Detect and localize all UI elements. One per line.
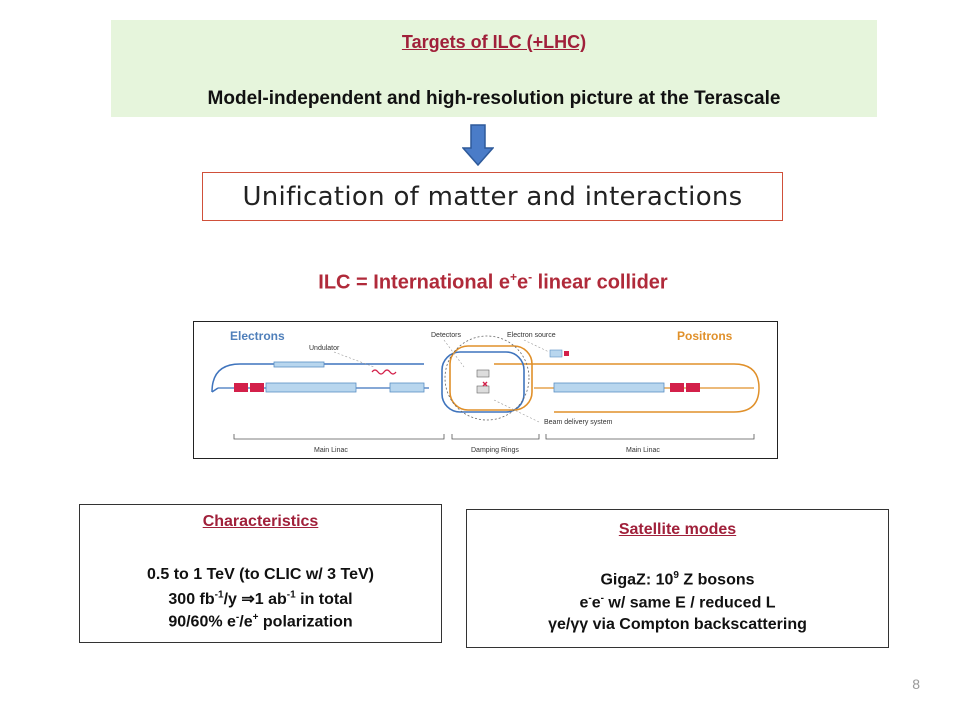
pol-c: polarization	[258, 613, 353, 631]
interaction-point-marker	[482, 381, 488, 387]
targets-banner: Targets of ILC (+LHC) Model-independent …	[111, 20, 877, 117]
damping-rings-label: Damping Rings	[471, 447, 519, 454]
right-linac-red-2	[686, 383, 700, 392]
ilc-heading-mid: e	[516, 271, 529, 294]
characteristics-polarization: 90/60% e-/e+ polarization	[80, 612, 441, 631]
unification-text: Unification of matter and interactions	[242, 182, 743, 212]
ilc-heading-sup-minus: -	[528, 270, 533, 284]
section-bracket	[233, 434, 755, 440]
targets-subtitle: Model-independent and high-resolution pi…	[207, 88, 781, 109]
left-linac-tube-1	[265, 382, 357, 393]
undulator-wiggle	[371, 369, 397, 375]
targets-title: Targets of ILC (+LHC)	[401, 32, 587, 52]
interaction-region	[444, 335, 530, 421]
damping-ring-positron	[449, 345, 533, 411]
ilc-heading-prefix: ILC = International e	[318, 271, 510, 294]
detectors-label: Detectors	[431, 332, 461, 339]
ee-a: e	[579, 594, 589, 612]
electron-source-label: Electron source	[507, 332, 556, 339]
characteristics-box: Characteristics 0.5 to 1 TeV (to CLIC w/…	[79, 504, 442, 643]
lumi-a: 300 fb	[168, 591, 215, 608]
positron-source-marker	[564, 351, 569, 356]
electron-beam-path	[211, 363, 424, 393]
pol-sup2: +	[252, 612, 259, 623]
down-arrow-icon	[462, 124, 494, 166]
lumi-sup1: -1	[214, 589, 224, 601]
ee-c: w/ same E / reduced L	[603, 594, 776, 612]
lumi-b: /y ⇒1 ab	[223, 591, 287, 608]
satellite-gigaz: GigaZ: 109 Z bosons	[467, 570, 888, 589]
satellite-modes-box: Satellite modes GigaZ: 109 Z bosons e-e-…	[466, 509, 889, 648]
detector-marker-1	[476, 369, 490, 378]
callout-lines	[333, 339, 550, 423]
page-number: 8	[912, 676, 920, 692]
gigaz-a: GigaZ: 10	[600, 571, 674, 589]
left-linac-red-2	[250, 383, 264, 392]
ilc-schematic-diagram: Electrons Positrons Undulator Detectors …	[193, 321, 778, 459]
left-linac-tube-2	[389, 382, 425, 393]
positron-source-block	[549, 349, 563, 358]
main-linac-left-label: Main Linac	[314, 447, 348, 454]
satellite-compton: γe/γγ via Compton backscattering	[548, 616, 807, 633]
characteristics-energy: 0.5 to 1 TeV (to CLIC w/ 3 TeV)	[147, 566, 374, 583]
ee-sup2: -	[600, 593, 604, 604]
positrons-label: Positrons	[677, 329, 733, 343]
pol-a: 90/60% e	[168, 613, 236, 631]
characteristics-luminosity: 300 fb-1/y ⇒1 ab-1 in total	[80, 589, 441, 609]
ee-sup1: -	[588, 593, 592, 604]
electron-source-cavity	[273, 361, 325, 368]
lumi-c: in total	[295, 591, 353, 608]
unification-box: Unification of matter and interactions	[202, 172, 783, 221]
ilc-heading-suffix: linear collider	[532, 271, 668, 294]
undulator-label: Undulator	[309, 345, 340, 352]
pol-b: /e	[239, 613, 253, 631]
beam-delivery-label: Beam delivery system	[544, 419, 613, 426]
lumi-sup2: -1	[286, 589, 296, 601]
satellite-ee: e-e- w/ same E / reduced L	[467, 593, 888, 612]
right-linac-red-1	[670, 383, 684, 392]
gigaz-sup: 9	[673, 570, 679, 581]
ilc-heading-sup-plus: +	[509, 270, 517, 284]
ee-b: e	[591, 594, 601, 612]
main-linac-right-label: Main Linac	[626, 447, 660, 454]
left-linac-red-1	[234, 383, 248, 392]
characteristics-title: Characteristics	[202, 513, 319, 530]
gigaz-b: Z bosons	[678, 571, 755, 589]
damping-ring-electron	[441, 351, 525, 413]
pol-sup1: -	[235, 612, 240, 623]
electrons-label: Electrons	[230, 329, 285, 343]
positron-beam-path	[494, 363, 760, 413]
detector-marker-2	[476, 385, 490, 394]
satellite-title: Satellite modes	[618, 521, 737, 538]
electron-beam-return	[211, 387, 219, 393]
ilc-heading: ILC = International e+e- linear collider	[200, 270, 786, 295]
right-linac-tube	[553, 382, 665, 393]
